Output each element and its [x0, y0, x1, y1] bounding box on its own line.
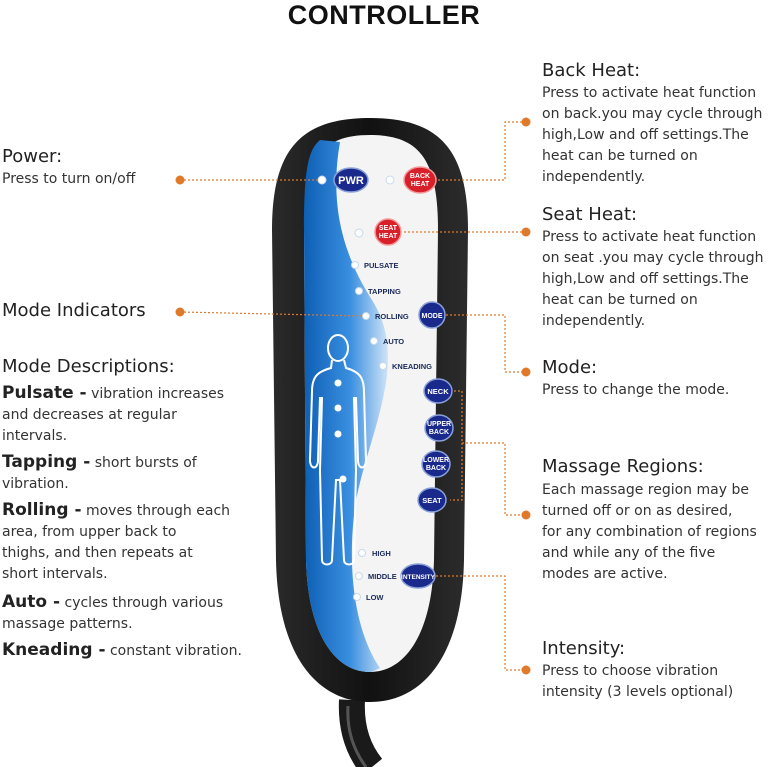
body-figure-icon: [308, 334, 368, 566]
back-heat-line-2: on back.you may cycle through: [542, 106, 763, 122]
desc-rolling-line1: moves through each: [81, 503, 231, 519]
mode-descriptions-heading: Mode Descriptions:: [2, 356, 175, 377]
desc-auto-line1: cycles through various: [60, 595, 224, 611]
neck-button[interactable]: NECK: [423, 378, 453, 404]
seat-heat-line-4: heat can be turned on: [542, 292, 698, 308]
desc-pulsate-line1: vibration increases: [86, 386, 225, 402]
upper-back-button[interactable]: UPPER BACK: [424, 414, 454, 442]
desc-kneading-line1: constant vibration.: [105, 643, 242, 659]
back-heat-line-3: high,Low and off settings.The: [542, 127, 749, 143]
intensity-line-2: intensity (3 levels optional): [542, 684, 734, 700]
desc-rolling-name: Rolling -: [2, 500, 82, 520]
desc-tapping-name: Tapping -: [2, 452, 91, 472]
leader-dots: [175, 117, 531, 675]
mode-heading: Mode:: [542, 357, 598, 378]
back-heat-button[interactable]: BACK HEAT: [403, 166, 437, 194]
massage-point-dots: [334, 379, 347, 483]
back-heat-heading: Back Heat:: [542, 60, 641, 81]
leader-lines: [179, 121, 526, 671]
seat-button[interactable]: SEAT: [417, 487, 447, 513]
desc-rolling-line3: thighs, and then repeats at: [2, 545, 193, 561]
desc-auto: Auto - cycles through various massage pa…: [2, 592, 252, 635]
intensity-label-middle: MIDDLE: [368, 572, 397, 581]
mode-label-auto: AUTO: [383, 337, 404, 346]
mode-label-pulsate: PULSATE: [364, 261, 398, 270]
page-title: CONTROLLER: [287, 0, 481, 30]
seat-button-label: SEAT: [422, 496, 442, 505]
mode-label-kneading: KNEADING: [392, 362, 432, 371]
desc-pulsate-line2: and decreases at regular: [2, 407, 177, 423]
blue-swoosh: [304, 140, 388, 672]
desc-pulsate: Pulsate - vibration increases and decrea…: [2, 383, 252, 447]
back-heat-label-1: BACK: [410, 173, 430, 180]
pwr-button[interactable]: PWR: [333, 167, 369, 193]
desc-auto-line2: massage patterns.: [2, 616, 133, 632]
intensity-line-1: Press to choose vibration: [542, 663, 719, 679]
back-heat-line-5: independently.: [542, 169, 646, 185]
intensity-heading: Intensity:: [542, 638, 626, 659]
desc-kneading-name: Kneading -: [2, 640, 106, 660]
mode-button[interactable]: MODE: [418, 301, 446, 329]
desc-tapping-line2: vibration.: [2, 476, 69, 492]
mode-label-tapping: TAPPING: [368, 287, 401, 296]
desc-kneading: Kneading - constant vibration.: [2, 640, 252, 662]
seat-heat-line-5: independently.: [542, 313, 646, 329]
mode-button-label: MODE: [422, 313, 443, 320]
indicator-leds: [317, 175, 395, 601]
intensity-label-low: LOW: [366, 593, 384, 602]
regions-line-3: for any combination of regions: [542, 524, 757, 540]
power-heading: Power:: [2, 146, 63, 167]
intensity-labels: HIGH MIDDLE LOW: [366, 549, 397, 602]
cable: [338, 699, 383, 767]
mode-text: Press to change the mode.: [542, 382, 730, 398]
desc-pulsate-name: Pulsate -: [2, 383, 87, 403]
desc-rolling-line2: area, from upper back to: [2, 524, 177, 540]
seat-heat-line-1: Press to activate heat function: [542, 229, 757, 245]
seat-heat-heading: Seat Heat:: [542, 204, 638, 225]
seat-heat-label-2: HEAT: [379, 233, 398, 240]
desc-tapping: Tapping - short bursts of vibration.: [2, 452, 252, 495]
massage-regions-heading: Massage Regions:: [542, 456, 704, 477]
upper-back-label-2: BACK: [429, 429, 449, 436]
power-text: Press to turn on/off: [2, 171, 136, 187]
intensity-label-high: HIGH: [372, 549, 391, 558]
mode-labels: PULSATE TAPPING ROLLING AUTO KNEADING: [364, 261, 432, 371]
seat-heat-text: Press to activate heat function on seat …: [542, 227, 764, 332]
back-heat-text: Press to activate heat function on back.…: [542, 83, 762, 188]
back-heat-label-2: HEAT: [411, 181, 430, 188]
lower-back-label-1: LOWER: [423, 457, 449, 464]
upper-back-label-1: UPPER: [427, 421, 451, 428]
regions-line-4: and while any of the five: [542, 545, 716, 561]
desc-pulsate-line3: intervals.: [2, 428, 68, 444]
seat-heat-line-3: high,Low and off settings.The: [542, 271, 749, 287]
seat-heat-button[interactable]: SEAT HEAT: [374, 218, 402, 246]
lower-back-label-2: BACK: [426, 465, 446, 472]
desc-rolling: Rolling - moves through each area, from …: [2, 500, 252, 585]
back-heat-line-1: Press to activate heat function: [542, 85, 757, 101]
mode-indicators-heading: Mode Indicators: [2, 300, 146, 321]
intensity-button-label: INTENSITY: [401, 574, 436, 581]
intensity-button[interactable]: INTENSITY: [400, 563, 436, 589]
massage-regions-text: Each massage region may be turned off or…: [542, 480, 757, 585]
regions-line-5: modes are active.: [542, 566, 668, 582]
pwr-button-label: PWR: [338, 175, 364, 187]
intensity-text: Press to choose vibration intensity (3 l…: [542, 661, 733, 703]
desc-tapping-line1: short bursts of: [90, 455, 197, 471]
neck-button-label: NECK: [427, 387, 449, 396]
seat-heat-line-2: on seat .you may cycle through: [542, 250, 764, 266]
back-heat-line-4: heat can be turned on: [542, 148, 698, 164]
regions-line-2: turned off or on as desired,: [542, 503, 733, 519]
lower-back-button[interactable]: LOWER BACK: [421, 450, 451, 478]
desc-auto-name: Auto -: [2, 592, 61, 612]
regions-line-1: Each massage region may be: [542, 482, 749, 498]
seat-heat-label-1: SEAT: [379, 225, 398, 232]
mode-label-rolling: ROLLING: [375, 312, 409, 321]
desc-rolling-line4: short intervals.: [2, 566, 108, 582]
